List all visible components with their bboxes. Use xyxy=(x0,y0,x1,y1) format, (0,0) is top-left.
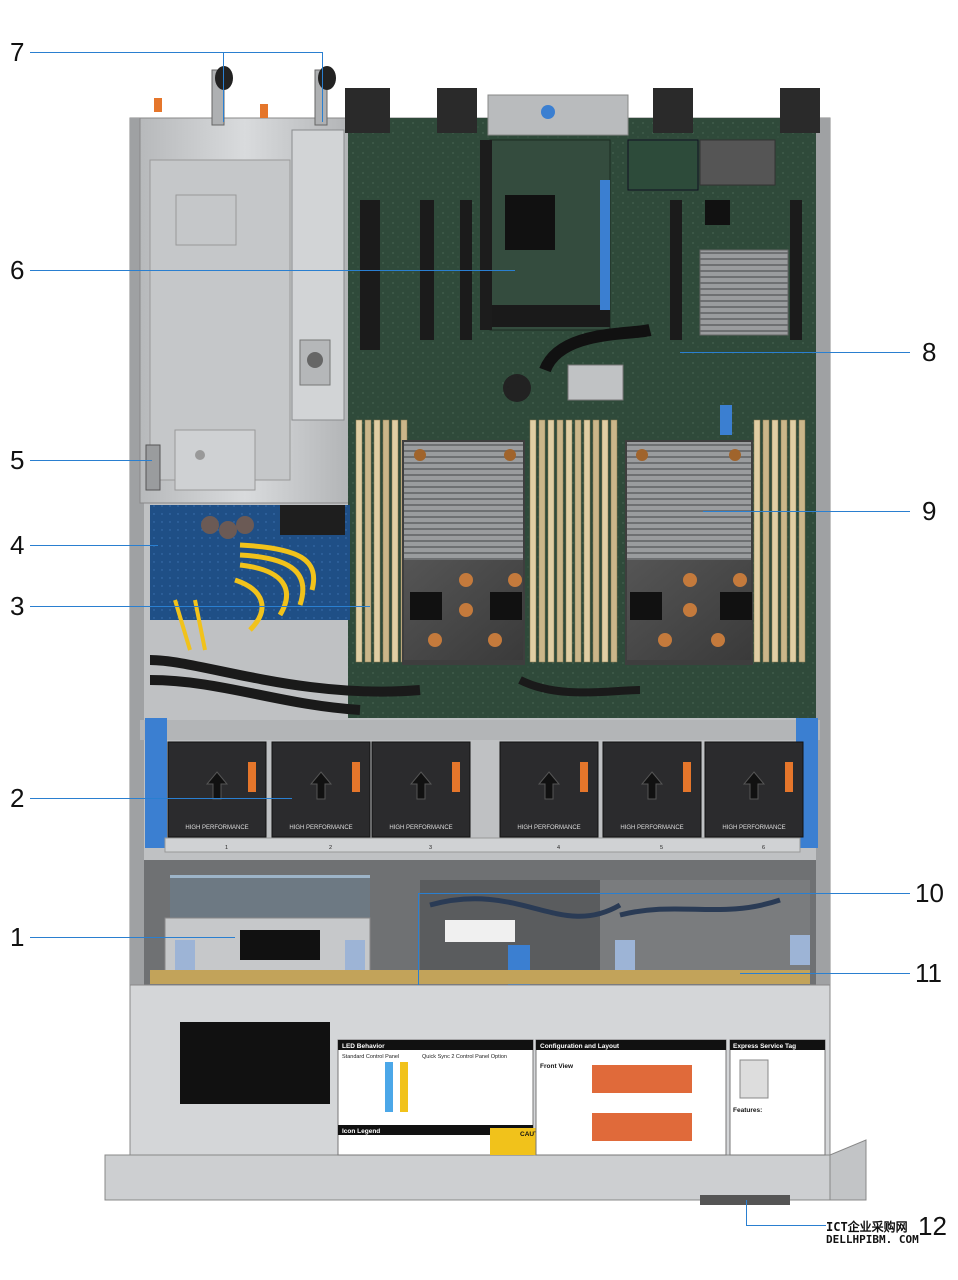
dimm-slots xyxy=(355,419,806,663)
dimm-slot xyxy=(592,419,600,663)
dimm-slot xyxy=(762,419,770,663)
airflow-arrow-icon xyxy=(742,771,766,800)
fan-release-tab[interactable] xyxy=(580,762,588,792)
fan-label: HIGH PERFORMANCE xyxy=(185,825,248,831)
fan-index: 6 xyxy=(762,845,765,851)
fan-index: 4 xyxy=(557,845,560,851)
airflow-arrow-icon xyxy=(537,771,561,800)
fan-release-tab[interactable] xyxy=(683,762,691,792)
dimm-slot xyxy=(529,419,537,663)
airflow-arrow-icon xyxy=(309,771,333,800)
fan-label: HIGH PERFORMANCE xyxy=(620,825,683,831)
dimm-slot xyxy=(771,419,779,663)
leader-line-5 xyxy=(30,460,152,461)
callout-5: 5 xyxy=(10,445,25,475)
leader-line-11 xyxy=(740,973,910,974)
watermark-line-2: DELLHPIBM. COM xyxy=(826,1233,919,1246)
dimm-slot xyxy=(780,419,788,663)
dimm-slot xyxy=(556,419,564,663)
fan-release-tab[interactable] xyxy=(248,762,256,792)
leader-line-6 xyxy=(30,270,515,271)
fan-release-tab[interactable] xyxy=(452,762,460,792)
airflow-arrow-icon xyxy=(409,771,433,800)
dimm-slot xyxy=(391,419,399,663)
fan-label: HIGH PERFORMANCE xyxy=(389,825,452,831)
power-distribution-board xyxy=(149,505,641,715)
leader-line-3 xyxy=(30,606,370,607)
leader-line-7 xyxy=(30,52,322,53)
fan-bay xyxy=(140,718,820,853)
dimm-slot xyxy=(547,419,555,663)
express-tag-title: Express Service Tag xyxy=(733,1043,796,1050)
callout-10: 10 xyxy=(915,878,944,908)
dimm-slot xyxy=(610,419,618,663)
dimm-slot xyxy=(355,419,363,663)
fan-label: HIGH PERFORMANCE xyxy=(289,825,352,831)
callout-3: 3 xyxy=(10,591,25,621)
heatsink-cpu2 xyxy=(625,440,753,665)
features-label: Features: xyxy=(733,1107,762,1114)
front-view-label: Front View xyxy=(540,1063,574,1070)
leader-line-8 xyxy=(680,352,910,353)
dimm-slot xyxy=(373,419,381,663)
leader-line-10-drop xyxy=(418,893,419,985)
leader-line-2 xyxy=(30,798,292,799)
heatsink-cpu1 xyxy=(402,440,525,665)
callout-11: 11 xyxy=(915,958,942,988)
dimm-slot xyxy=(364,419,372,663)
leader-line-9 xyxy=(703,511,910,512)
watermark-line-1: ICT企业采购网 xyxy=(826,1220,908,1234)
leader-line-7-left xyxy=(223,52,224,122)
caution-title: CAUTION xyxy=(520,1131,550,1138)
leader-line-1 xyxy=(30,937,235,938)
leader-line-12-drop xyxy=(746,1200,747,1225)
leader-line-7-right xyxy=(322,52,323,122)
drive-backplane-area xyxy=(144,860,816,985)
psu-cage xyxy=(139,66,351,504)
airflow-arrow-icon xyxy=(640,771,664,800)
dimm-slot xyxy=(538,419,546,663)
dimm-slot xyxy=(789,419,797,663)
dimm-slot xyxy=(565,419,573,663)
intrusion-switch xyxy=(145,444,161,491)
cooling-fans: HIGH PERFORMANCE 1 HIGH PERFORMANCE 2 HIGH P… xyxy=(167,741,804,851)
leader-line-10 xyxy=(418,893,910,894)
icon-legend-title: Icon Legend xyxy=(342,1128,380,1135)
leader-line-12 xyxy=(746,1225,826,1226)
led-standard-label: Standard Control Panel xyxy=(342,1054,399,1060)
fan-release-tab[interactable] xyxy=(785,762,793,792)
dimm-slot xyxy=(382,419,390,663)
fan-index: 1 xyxy=(225,845,228,851)
airflow-arrow-icon xyxy=(205,771,229,800)
fan-index: 2 xyxy=(329,845,332,851)
config-layout-title: Configuration and Layout xyxy=(540,1043,620,1050)
led-behavior-title: LED Behavior xyxy=(342,1043,385,1050)
callout-6: 6 xyxy=(10,255,25,285)
riser-card-slot xyxy=(360,139,611,350)
rear-io-board-area xyxy=(503,139,802,435)
dimm-slot xyxy=(798,419,806,663)
led-quicksync-label: Quick Sync 2 Control Panel Option xyxy=(422,1054,507,1060)
callout-1: 1 xyxy=(10,922,25,952)
fan-release-tab[interactable] xyxy=(352,762,360,792)
callout-7: 7 xyxy=(10,37,25,67)
fan-index: 3 xyxy=(429,845,432,851)
service-label: LED Behavior Standard Control Panel Quic… xyxy=(337,1039,826,1156)
leader-line-4 xyxy=(30,545,158,546)
dimm-slot xyxy=(574,419,582,663)
callout-8: 8 xyxy=(922,337,937,367)
dimm-slot xyxy=(583,419,591,663)
dimm-slot xyxy=(601,419,609,663)
fan-label: HIGH PERFORMANCE xyxy=(517,825,580,831)
dimm-slot xyxy=(753,419,761,663)
callout-9: 9 xyxy=(922,496,937,526)
fan-label: HIGH PERFORMANCE xyxy=(722,825,785,831)
callout-4: 4 xyxy=(10,530,25,560)
callout-2: 2 xyxy=(10,783,25,813)
fan-index: 5 xyxy=(660,845,663,851)
callout-12: 12 xyxy=(918,1211,947,1241)
